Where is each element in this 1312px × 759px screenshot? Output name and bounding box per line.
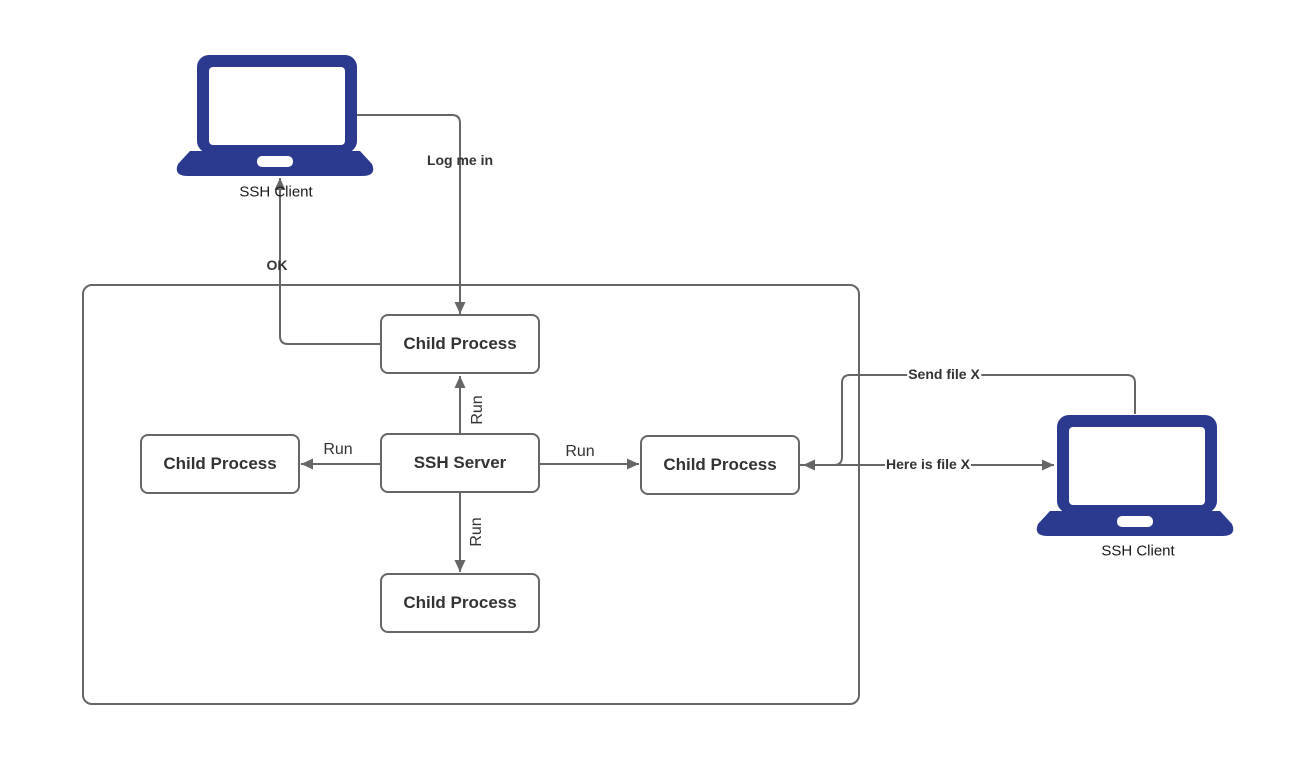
- server-boundary-box: [82, 284, 860, 705]
- laptop-icon: [1036, 415, 1234, 536]
- node-label: Child Process: [403, 334, 517, 353]
- node-label: Child Process: [663, 455, 777, 474]
- node-label: SSH Server: [413, 453, 507, 472]
- edge-label-run-left: Run: [323, 441, 353, 458]
- client-caption-right: SSH Client: [1101, 542, 1175, 560]
- edge-label-run-down: Run: [468, 517, 485, 547]
- client-caption-top: SSH Client: [239, 183, 313, 201]
- node-child-process-left: Child Process: [140, 434, 300, 494]
- node-child-process-top: Child Process: [380, 314, 540, 374]
- node-ssh-server: SSH Server: [380, 433, 540, 493]
- laptop-icon: [176, 55, 374, 176]
- edge-label-run-up: Run: [469, 395, 486, 425]
- node-label: Child Process: [403, 593, 517, 612]
- edge-label-here-is-file-x: Here is file X: [884, 456, 972, 472]
- edge-label-log-me-in: Log me in: [426, 152, 494, 168]
- edge-label-run-right: Run: [565, 443, 595, 460]
- node-child-process-bottom: Child Process: [380, 573, 540, 633]
- node-label: Child Process: [163, 454, 277, 473]
- edge-label-ok: OK: [266, 257, 288, 273]
- edge-label-send-file-x: Send file X: [907, 366, 981, 382]
- node-child-process-right: Child Process: [640, 435, 800, 495]
